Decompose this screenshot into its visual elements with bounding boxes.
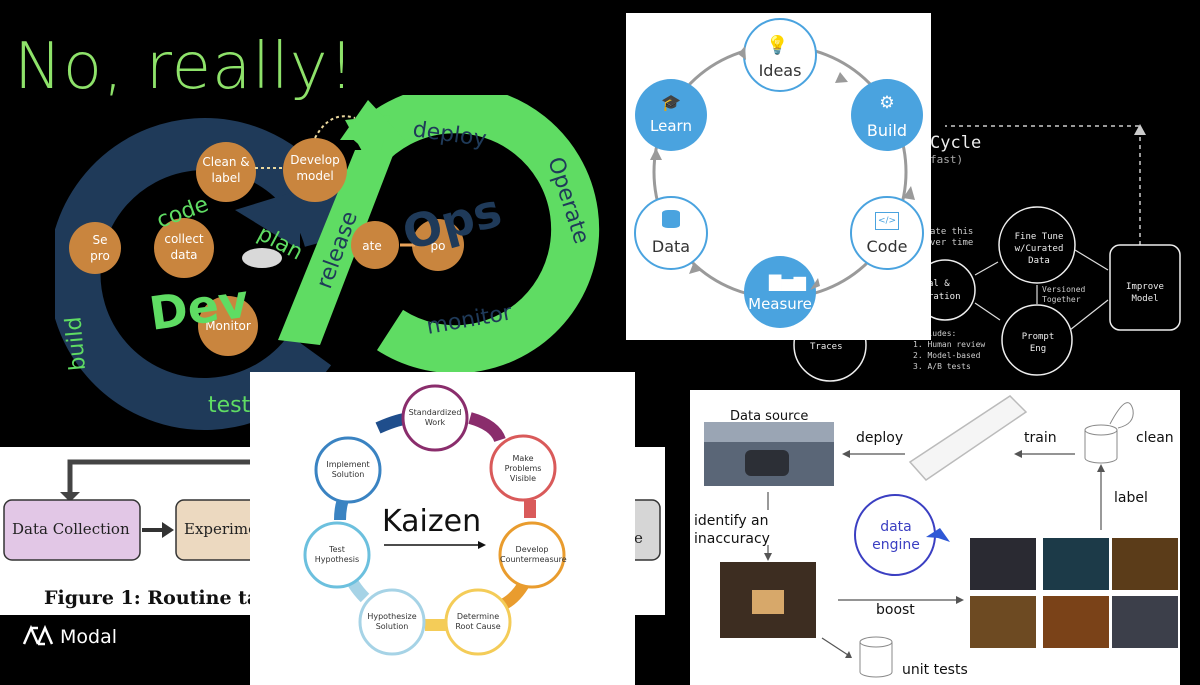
node-eval-partial: al &ration [928,279,961,302]
ml-node-collect-data: collect data [154,218,214,278]
ml-node-label: Clean & [202,155,249,169]
node-traces: Traces [810,342,843,352]
loop-label-test: test [208,393,251,418]
figure-caption: Figure 1: Routine tas [44,587,270,609]
kaizen-step: Standardized Work [408,408,462,427]
graduation-cap-icon: 🎓 [661,93,681,112]
svg-text:Se: Se [93,233,108,247]
database-icon [662,210,680,228]
kaizen-step: Test Hypothesis [314,545,360,564]
eval-includes-list: includes: 1. Human review 2. Model-based… [913,329,986,371]
svg-text:po: po [431,239,446,253]
kaizen-step: Implement Solution [326,460,370,479]
kaizen-panel: Kaizen Standardized Work Make Problems V… [250,372,635,685]
label-data-source: Data source [730,409,809,424]
llm-cycle-title: Cycle [930,133,982,153]
bar-chart-icon: ▇▅▆ [769,272,806,291]
loop-label-build: build [61,316,91,372]
box-experiment: Experime [184,520,257,538]
kaizen-step: Make Problems Visible [504,454,542,483]
svg-text:collect: collect [164,232,204,246]
modal-logo-icon [22,624,54,648]
svg-text:Monitor: Monitor [205,319,251,333]
kaizen-step: Determine Root Cause [455,612,501,631]
ml-node-clean-label: Clean & label [196,142,256,202]
kaizen-step: Develop Countermeasure [500,545,567,564]
node-ideas: Ideas [758,61,802,80]
node-measure: Measure [748,295,812,313]
label-boost: boost [876,602,915,618]
modal-brand-name: Modal [60,626,117,648]
devops-loop-diagram: Clean & label Develop model collect data… [55,95,600,430]
box-data-collection: Data Collection [12,520,130,538]
label-data-engine: data engine [872,519,920,553]
node-prompt-eng: Prompt Eng [1021,332,1055,354]
ops-label: Ops [397,183,507,261]
node-improve-model: Improve Model [1126,282,1164,304]
label-identify-inaccuracy: identify an inaccuracy [694,513,770,547]
svg-text:ate: ate [362,239,381,253]
kaizen-center-label: Kaizen [382,504,482,539]
versioned-note: Versioned Together [1042,285,1086,304]
slide-title: No, really! [14,30,356,104]
svg-text:Develop: Develop [290,153,339,167]
build-measure-learn-panel: 💡 Ideas ⚙ Build </> Code ▇▅▆ Measure Dat… [626,13,931,340]
data-engine-panel: Data source deploy train clean label ide… [690,390,1180,685]
svg-text:pro: pro [90,249,110,263]
node-data: Data [651,237,691,256]
svg-text:label: label [211,171,240,185]
gears-icon: ⚙ [879,93,895,113]
label-clean: clean [1136,430,1174,446]
node-learn: Learn [650,117,692,135]
code-icon: </> [875,212,899,230]
ml-node-develop-model: Develop model [283,138,347,202]
lightbulb-icon: 💡 [766,35,789,56]
box-partial: e [634,529,643,547]
label-deploy: deploy [856,430,904,446]
label-unit-tests: unit tests [902,662,968,678]
svg-text:model: model [296,169,333,183]
kaizen-step: Hypothesize Solution [367,612,417,631]
node-build: Build [866,121,908,140]
label-label: label [1114,490,1148,506]
ml-node-monitor: Monitor [198,296,258,356]
svg-text:data: data [170,248,197,262]
node-code: Code [866,237,908,256]
llm-cycle-subtitle: fast) [930,153,964,166]
node-fine-tune: Fine Tune w/Curated Data [1014,232,1064,266]
label-train: train [1024,430,1057,446]
